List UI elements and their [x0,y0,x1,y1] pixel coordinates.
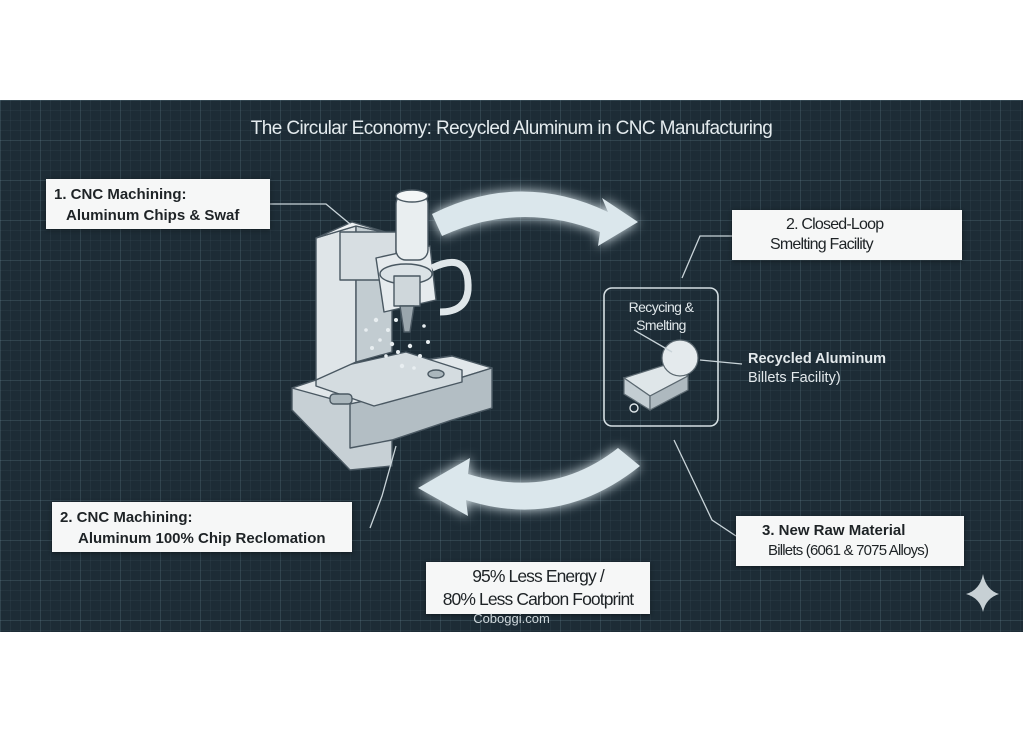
label-line: Billets (6061 & 7075 Alloys) [768,542,929,559]
cycle-arrow-top [432,191,638,246]
leader-lines [270,203,743,537]
smelting-facility-box [603,287,719,427]
label-line: 1. CNC Machining: [54,186,187,203]
label-line: Aluminum Chips & Swaf [66,207,240,224]
facility-box-label: Recycing & Smelting [612,298,710,334]
sparkle-icon [966,574,999,612]
label-line: Aluminum 100% Chip Reclomation [78,530,326,547]
diagram-title: The Circular Economy: Recycled Aluminum … [250,118,773,139]
recycled-billets-callout: Recycled Aluminum Billets Facility) [748,350,886,388]
label-line: 2. Closed-Loop [786,216,884,233]
facility-box-label-line: Smelting [636,317,686,333]
facility-box-label-line: Recycing & [628,299,694,315]
cycle-arrow-bottom [418,448,640,516]
label-line: 95% Less Energy / [472,566,604,586]
label-line: 2. CNC Machining: [60,509,193,526]
label-line: 80% Less Carbon Footprint [442,589,634,609]
label-new-raw-material: 3. New Raw Material Billets (6061 & 7075… [736,516,964,566]
label-line: Smelting Facility [770,236,874,253]
callout-line: Billets Facility) [748,370,841,386]
label-energy-savings: 95% Less Energy / 80% Less Carbon Footpr… [426,562,650,614]
brand-watermark: Coboggi.com [473,611,550,626]
label-closed-loop-smelting: 2. Closed-Loop Smelting Facility [732,210,962,260]
callout-line: Recycled Aluminum [748,351,887,367]
label-line: 3. New Raw Material [762,522,906,539]
cnc-machine-illustration [291,189,493,471]
label-cnc-machining-chips: 1. CNC Machining: Aluminum Chips & Swaf [46,179,270,229]
label-chip-reclamation: 2. CNC Machining: Aluminum 100% Chip Rec… [52,502,352,552]
